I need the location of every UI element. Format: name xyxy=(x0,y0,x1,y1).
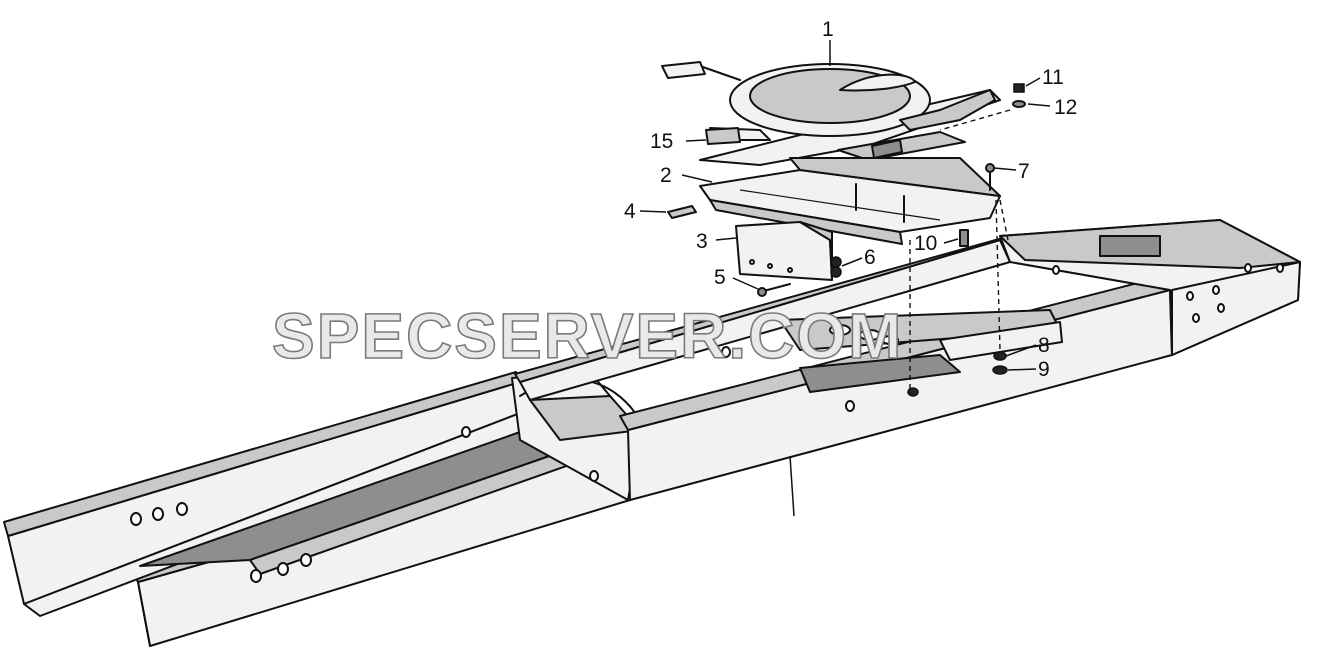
callout-15: 15 xyxy=(650,130,673,153)
watermark-text: SPECSERVER.COM xyxy=(272,300,903,372)
small-bolts xyxy=(855,183,919,397)
callout-6: 6 xyxy=(864,246,876,269)
part-2-mounting-plate xyxy=(699,157,1001,245)
fasteners xyxy=(757,83,1026,397)
part-6-nuts xyxy=(830,256,842,278)
part-12-washer xyxy=(1012,100,1026,108)
frame-cross-plate xyxy=(779,309,1063,393)
fifth-wheel-assembly xyxy=(661,61,1001,166)
callout-1: 1 xyxy=(822,18,834,41)
leader-lines xyxy=(639,40,1051,517)
part-15-wear-pad xyxy=(705,127,741,145)
callout-4: 4 xyxy=(624,200,636,223)
part-4-key xyxy=(667,205,697,219)
part-11-nut xyxy=(1013,83,1025,93)
callout-3: 3 xyxy=(696,230,708,253)
callout-8: 8 xyxy=(1038,334,1050,357)
part-9-washer xyxy=(992,365,1008,375)
part-10-bolt xyxy=(959,229,969,247)
part-8-nut xyxy=(993,351,1007,361)
callout-5: 5 xyxy=(714,266,726,289)
callout-11: 11 xyxy=(1042,66,1064,89)
part-5-bolt xyxy=(757,283,791,297)
callout-labels: 1 11 12 15 7 2 4 3 10 6 5 8 9 xyxy=(624,18,1077,381)
callout-9: 9 xyxy=(1038,358,1050,381)
callout-12: 12 xyxy=(1054,96,1077,119)
chassis-frame xyxy=(3,219,1301,647)
assembly-lines xyxy=(909,109,1011,392)
callout-10: 10 xyxy=(914,232,937,255)
callout-7: 7 xyxy=(1018,160,1030,183)
rear-crossmember xyxy=(999,219,1301,356)
part-3-bracket xyxy=(735,221,833,281)
frame-mounting-holes xyxy=(130,263,1284,583)
callout-2: 2 xyxy=(660,164,672,187)
